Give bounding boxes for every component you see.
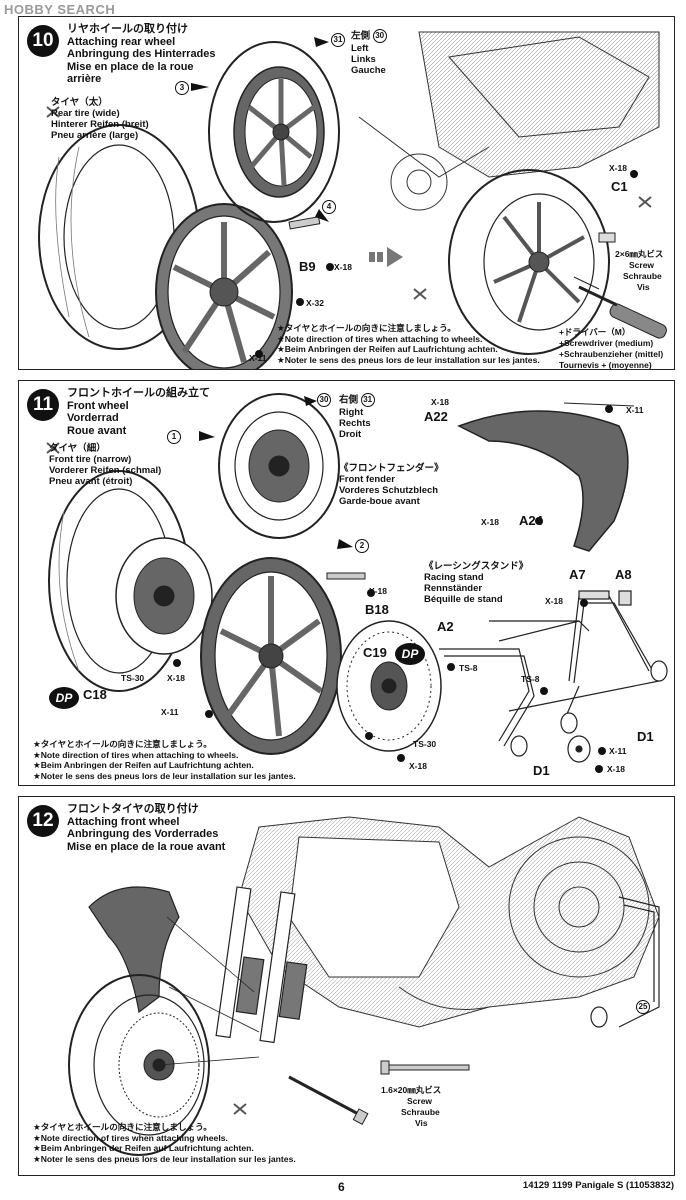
- part-c18: C18: [83, 687, 107, 702]
- color-x11: X-11: [161, 707, 179, 717]
- color-x18-a7: X-18: [545, 596, 563, 606]
- side-label: 左側 30 Left Links Gauche: [351, 29, 387, 76]
- rear-wheel-rim: [155, 203, 293, 369]
- step-12-panel: 12 フロントタイヤの取り付け Attaching front wheel An…: [18, 796, 675, 1176]
- step-title: フロントタイヤの取り付け Attaching front wheel Anbri…: [67, 803, 226, 853]
- dp-badge-c19: DP: [395, 643, 425, 665]
- callout-3: 3: [175, 81, 189, 95]
- part-a7: A7: [569, 567, 586, 582]
- front-wheel: [68, 974, 210, 1156]
- step-11-panel: 11 フロントホイールの組み立て Front wheel Vorderrad R…: [18, 380, 675, 786]
- rear-tire-label: タイヤ（太） Rear tire (wide) Hinterer Reifen …: [51, 97, 149, 141]
- callout-25: 25: [636, 1000, 650, 1014]
- stand-label: 《レーシングスタンド》 Racing stand Rennständer Béq…: [424, 561, 529, 605]
- color-x11-a22: X-11: [626, 405, 644, 415]
- side-label: 右側 31 Right Rechts Droit: [339, 393, 375, 440]
- part-a24: A24: [519, 513, 543, 528]
- front-wheel-rim: [200, 557, 342, 755]
- front-wheel-mount-illustration: [68, 816, 660, 1156]
- color-x18-d1: X-18: [607, 764, 625, 774]
- step-title: リヤホイールの取り付け Attaching rear wheel Anbring…: [67, 23, 216, 85]
- fender-label: 《フロントフェンダー》 Front fender Vorderes Schutz…: [339, 463, 444, 507]
- callout-1: 1: [167, 430, 181, 444]
- rear-wheel-assembled: [208, 41, 340, 223]
- color-x11: X-11: [249, 353, 267, 363]
- step-number: 11: [27, 389, 59, 421]
- mounted-rear-wheel: [448, 169, 610, 355]
- part-a8: A8: [615, 567, 632, 582]
- step-10-notes: ★タイヤとホイールの向きに注意しましょう。 ★Note direction of…: [277, 323, 540, 365]
- page-number: 6: [338, 1180, 345, 1194]
- axle-screw-1.6x20: [288, 1060, 470, 1125]
- color-ts8-a: TS-8: [459, 663, 478, 673]
- color-ts30-c19: TS-30: [413, 739, 437, 749]
- color-ts8-b: TS-8: [521, 674, 540, 684]
- screwdriver-label: +ドライバー（M） +Screwdriver (medium) +Schraub…: [559, 327, 664, 370]
- front-tire-label: タイヤ（細） Front tire (narrow) Vorderer Reif…: [49, 443, 162, 487]
- color-x18-c19: X-18: [409, 761, 427, 771]
- bike-rear-frame: [358, 31, 660, 211]
- color-x18-b18: X-18: [369, 586, 387, 596]
- watermark: HOBBY SEARCH: [4, 2, 116, 17]
- color-ts30-c18: TS-30: [121, 673, 145, 683]
- rear-stand: [590, 896, 660, 1028]
- color-x18-a24: X-18: [481, 517, 499, 527]
- product-code: 14129 1199 Panigale S (11053832): [522, 1180, 674, 1191]
- brake-disc-c19: [336, 620, 442, 752]
- part-b18: B18: [365, 602, 389, 617]
- callout-31: 31: [331, 33, 345, 47]
- part-b9: B9: [299, 259, 316, 274]
- front-fender: [457, 402, 635, 552]
- step-number: 12: [27, 805, 59, 837]
- callout-4: 4: [322, 200, 336, 214]
- screw-2x6: [598, 232, 616, 243]
- racing-stand: [439, 590, 668, 763]
- front-wheel-illustration: [46, 393, 668, 773]
- color-x18-c1: X-18: [609, 163, 627, 173]
- dp-badge-c18: DP: [49, 687, 79, 709]
- bike-body: [238, 816, 660, 1028]
- front-wheel-assembled: [218, 393, 340, 539]
- part-c1: C1: [611, 179, 628, 194]
- step-number: 10: [27, 25, 59, 57]
- screwdriver: [578, 285, 667, 339]
- color-x18-a22: X-18: [431, 397, 449, 407]
- callout-30: 30: [317, 393, 331, 407]
- rear-wheel-illustration: [38, 31, 667, 369]
- color-x32: X-32: [306, 298, 324, 308]
- front-fender: [88, 886, 180, 1014]
- step-title: フロントホイールの組み立て Front wheel Vorderrad Roue…: [67, 387, 210, 437]
- part-c19: C19: [363, 645, 387, 660]
- color-x18-c18: X-18: [167, 673, 185, 683]
- part-a22: A22: [424, 409, 448, 424]
- color-x18-b9: X-18: [334, 262, 352, 272]
- part-d1-right: D1: [637, 729, 654, 744]
- assembly-arrow: [369, 247, 403, 267]
- brake-disc-c18: [115, 537, 213, 655]
- color-x11-d1: X-11: [609, 746, 627, 756]
- front-fork: [215, 886, 308, 1044]
- part-d1-left: D1: [533, 763, 550, 778]
- callout-2: 2: [355, 539, 369, 553]
- step-12-notes: ★タイヤとホイールの向きに注意しましょう。 ★Note direction of…: [33, 1122, 296, 1164]
- part-a2: A2: [437, 619, 454, 634]
- step-10-panel: 10 リヤホイールの取り付け Attaching rear wheel Anbr…: [18, 16, 675, 370]
- step-11-notes: ★タイヤとホイールの向きに注意しましょう。 ★Note direction of…: [33, 739, 296, 781]
- screw-label: 1.6×20㎜丸ビス Screw Schraube Vis: [381, 1085, 442, 1128]
- screw-label: 2×6㎜丸ビス Screw Schraube Vis: [615, 249, 664, 292]
